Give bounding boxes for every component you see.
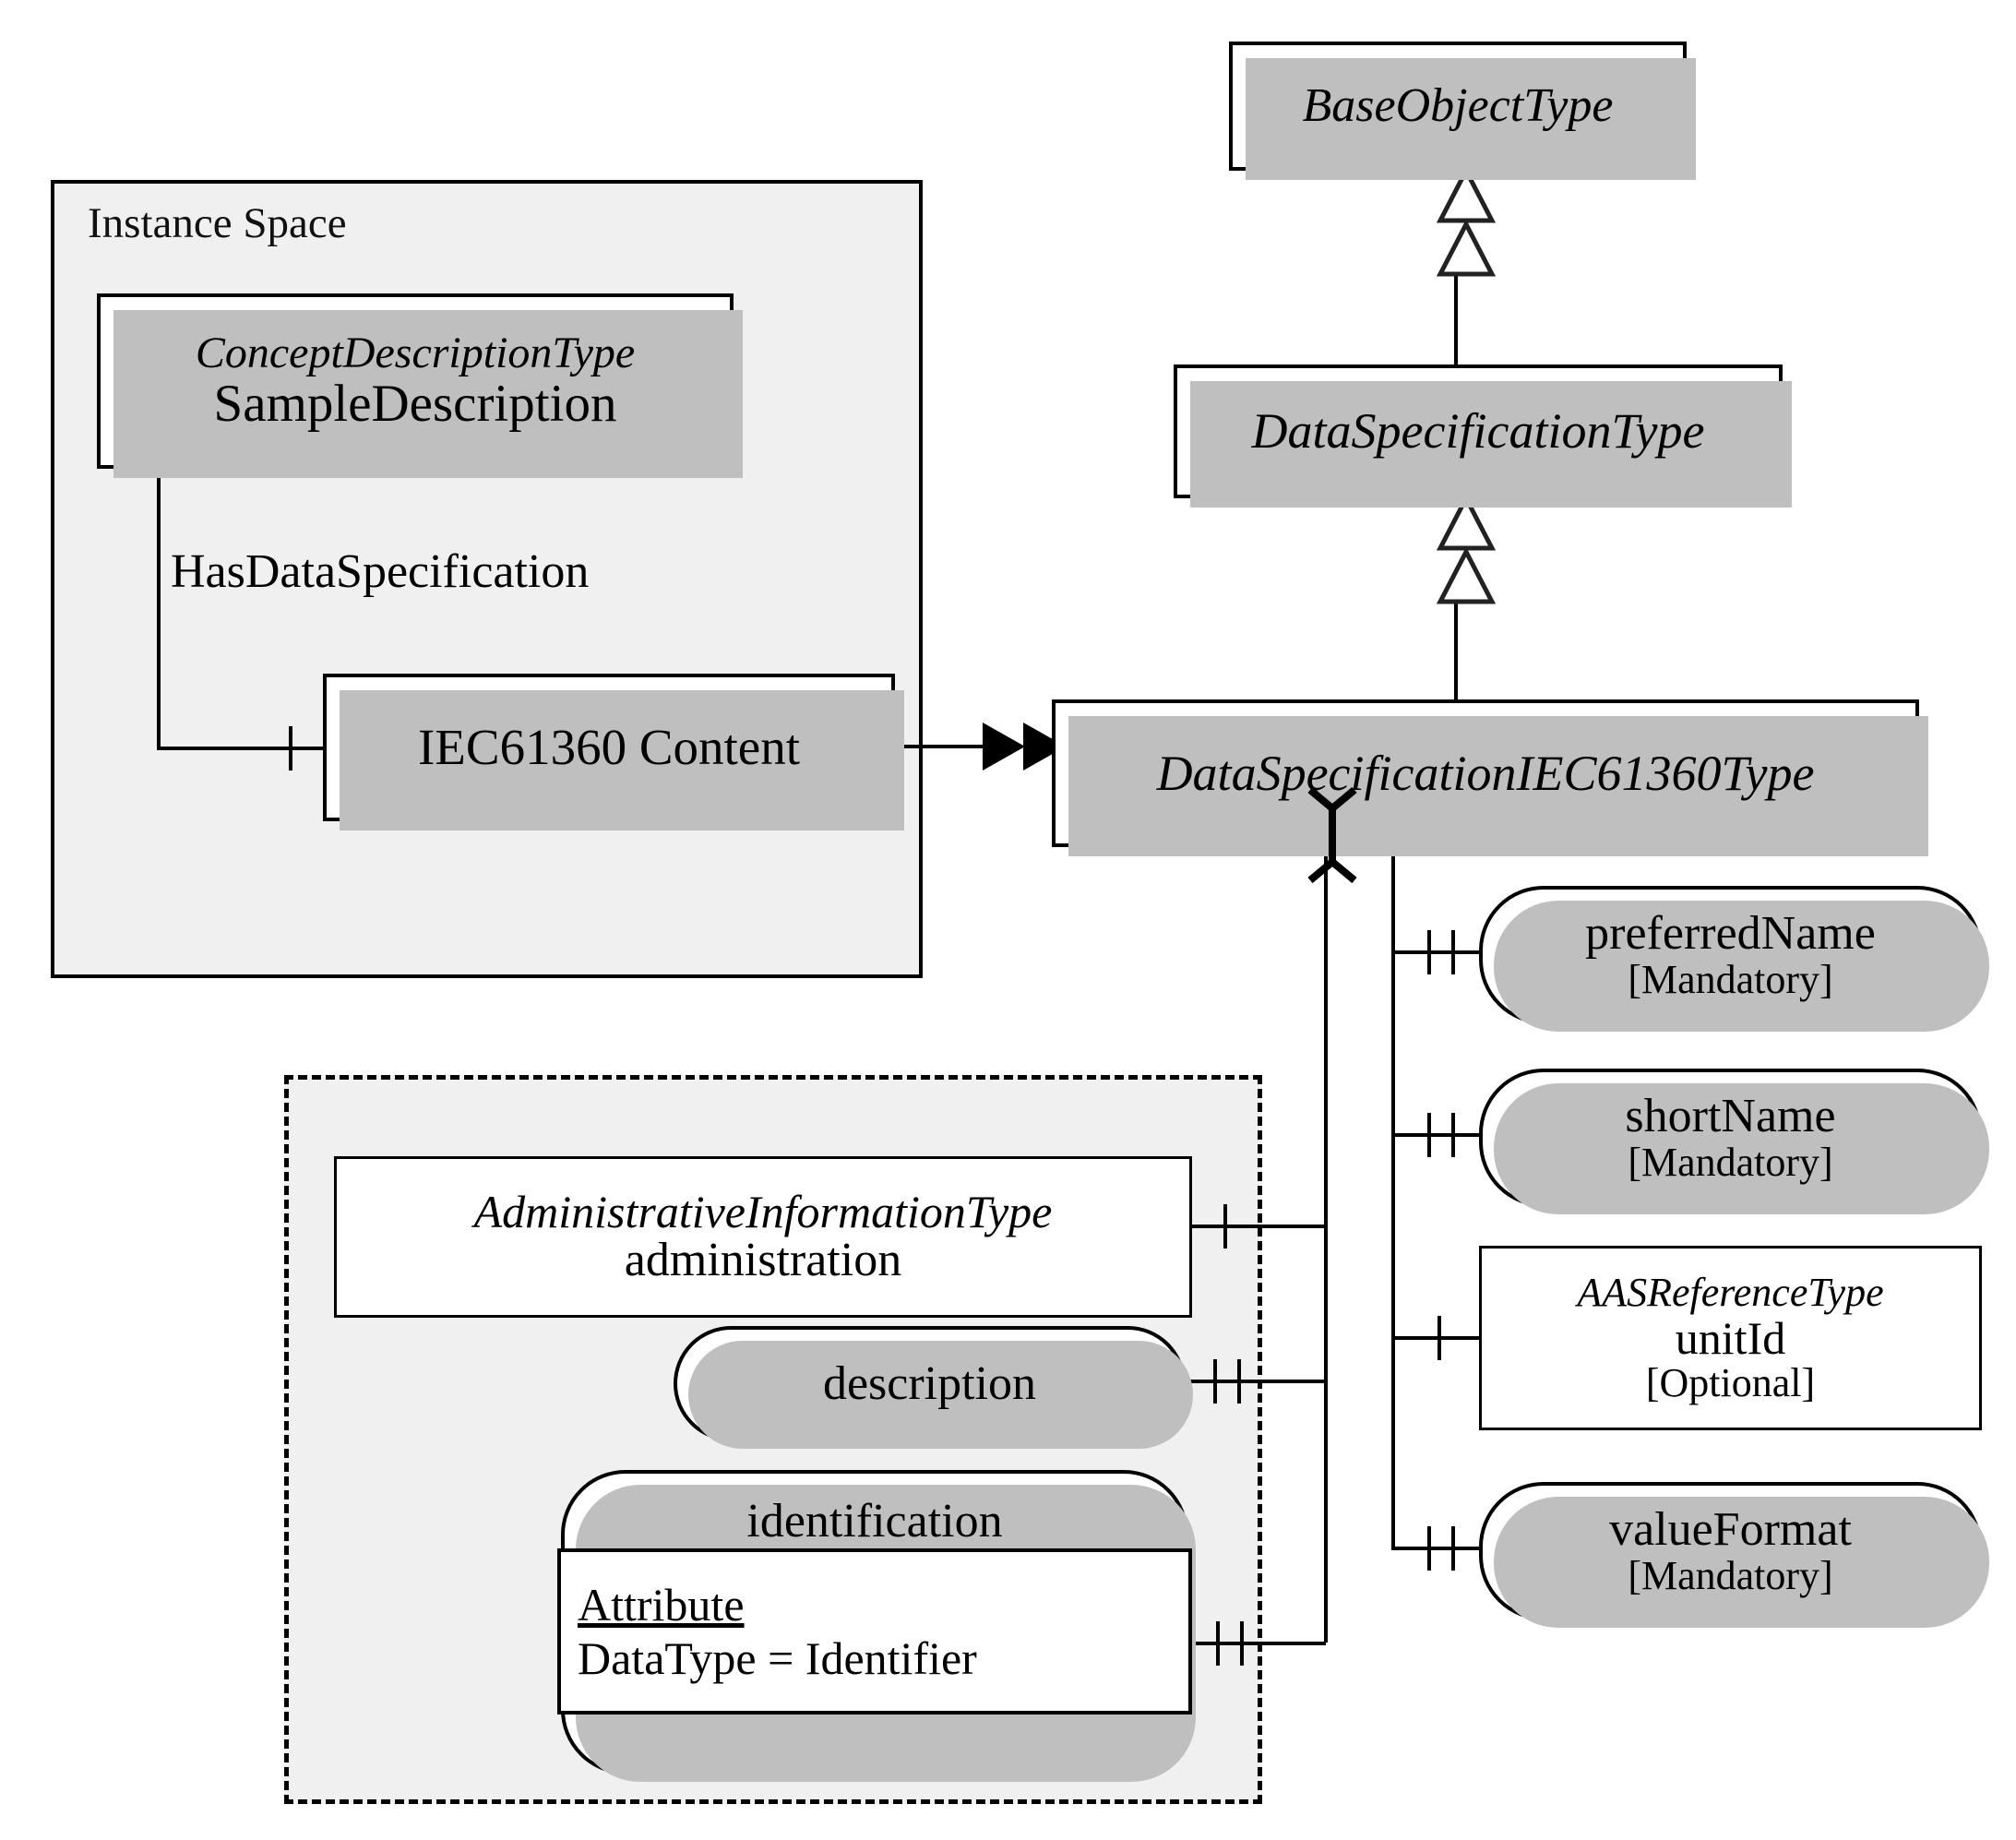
branch-line-value-format <box>1391 1547 1500 1550</box>
node-iec61360-content[interactable]: IEC61360 Content <box>323 674 904 830</box>
branch-line-administration <box>1192 1225 1326 1228</box>
data-specification-iec61360-type-label: DataSpecificationIEC61360Type <box>1156 745 1815 801</box>
has-property-tick-a-value-format <box>1427 1526 1431 1571</box>
has-property-tick-a-identification <box>1216 1621 1220 1666</box>
unit-id-cardinality: [Optional] <box>1645 1360 1816 1405</box>
sample-description-name: SampleDescription <box>213 375 617 434</box>
node-data-specification-iec61360-type[interactable]: DataSpecificationIEC61360Type <box>1052 699 1928 856</box>
iec61360-content-name: IEC61360 Content <box>417 719 800 776</box>
administrative-children-trunk <box>1324 812 1328 1643</box>
has-component-tick-unit-id <box>1437 1316 1441 1360</box>
instance-space-label: Instance Space <box>88 199 347 247</box>
sample-description-type-label: ConceptDescriptionType <box>195 329 636 378</box>
preferred-name-label: preferredName <box>1585 907 1876 961</box>
data-specification-type-label: DataSpecificationType <box>1251 403 1705 460</box>
generalization-line-data-specification-iec61360-type <box>1454 602 1458 701</box>
has-component-tick-administration <box>1223 1204 1227 1249</box>
has-property-tick-a-description <box>1213 1359 1217 1404</box>
has-property-tick-b-value-format <box>1451 1526 1455 1571</box>
unit-id-type-label: AASReferenceType <box>1577 1270 1884 1316</box>
generalization-arrow-data-specification-type-icon <box>1436 496 1497 604</box>
iec61360-children-trunk <box>1391 812 1395 1550</box>
has-data-specification-line-vertical <box>157 469 161 748</box>
line-jump-crossing-icon <box>1307 786 1357 884</box>
preferred-name-cardinality: [Mandatory] <box>1628 957 1833 1003</box>
has-property-tick-b-identification <box>1240 1621 1244 1666</box>
has-property-tick-b-preferred-name <box>1451 930 1455 974</box>
base-object-type-label: BaseObjectType <box>1302 78 1614 132</box>
has-property-tick-a-preferred-name <box>1427 930 1431 974</box>
type-definition-double-arrow-icon <box>983 723 1066 771</box>
node-sample-description[interactable]: ConceptDescriptionType SampleDescription <box>97 293 743 478</box>
node-description[interactable]: description <box>674 1326 1193 1449</box>
value-format-label: valueFormat <box>1609 1503 1852 1557</box>
administration-type-label: AdministrativeInformationType <box>473 1186 1053 1238</box>
generalization-arrow-base-object-type-icon <box>1436 169 1497 277</box>
has-data-specification-line-horizontal <box>157 747 323 750</box>
has-property-tick-b-description <box>1237 1359 1241 1404</box>
has-property-tick-b-short-name <box>1451 1113 1455 1157</box>
node-value-format[interactable]: valueFormat [Mandatory] <box>1479 1482 1989 1628</box>
unit-id-name: unitId <box>1675 1312 1786 1364</box>
has-property-tick-a-short-name <box>1427 1113 1431 1157</box>
branch-line-description <box>1186 1380 1326 1383</box>
node-data-specification-type[interactable]: DataSpecificationType <box>1174 364 1792 508</box>
branch-line-preferred-name <box>1391 950 1500 954</box>
identification-attribute-heading: Attribute <box>578 1579 745 1631</box>
short-name-label: shortName <box>1625 1090 1836 1143</box>
generalization-line-data-specification-type <box>1454 273 1458 370</box>
has-component-tick-iec-content <box>289 726 292 771</box>
node-preferred-name[interactable]: preferredName [Mandatory] <box>1479 886 1989 1032</box>
value-format-cardinality: [Mandatory] <box>1628 1553 1833 1599</box>
node-base-object-type[interactable]: BaseObjectType <box>1229 42 1696 180</box>
administration-name: administration <box>624 1234 902 1287</box>
has-data-specification-label: HasDataSpecification <box>171 545 590 598</box>
identification-attribute-value: DataType = Identifier <box>578 1632 977 1684</box>
branch-line-short-name <box>1391 1133 1500 1137</box>
branch-line-identification <box>1188 1642 1326 1645</box>
type-definition-line <box>895 745 987 748</box>
node-short-name[interactable]: shortName [Mandatory] <box>1479 1069 1989 1214</box>
branch-line-unit-id <box>1391 1336 1500 1340</box>
description-label: description <box>822 1356 1037 1410</box>
identification-label: identification <box>746 1495 1003 1547</box>
node-unit-id[interactable]: AASReferenceType unitId [Optional] <box>1479 1246 1982 1430</box>
node-administration[interactable]: AdministrativeInformationType administra… <box>334 1156 1192 1318</box>
short-name-cardinality: [Mandatory] <box>1628 1140 1833 1186</box>
identification-attribute-box: Attribute DataType = Identifier <box>557 1548 1192 1715</box>
